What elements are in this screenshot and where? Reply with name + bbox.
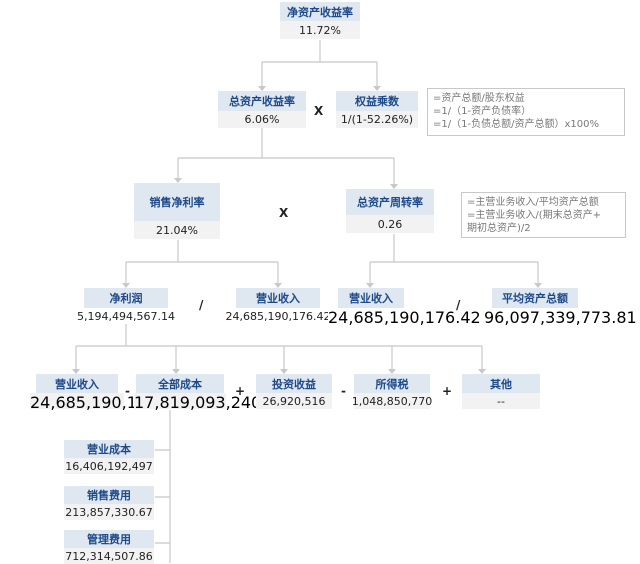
node-label: 营业收入 bbox=[36, 374, 118, 393]
node-avg-total-assets-value: 96,097,339,773.81 bbox=[484, 308, 637, 327]
node-value: 11.72% bbox=[280, 21, 360, 39]
node-revenue-3: 营业收入 bbox=[36, 374, 118, 393]
node-total-cost: 全部成本 bbox=[136, 374, 224, 393]
note-line: =主营业务收入/(期末总资产+ bbox=[467, 210, 602, 221]
note-line: =资产总额/股东权益 bbox=[433, 93, 525, 104]
minus-operator: - bbox=[341, 384, 346, 398]
node-investment-income: 投资收益 26,920,516 bbox=[256, 374, 332, 409]
node-roa: 总资产收益率 6.06% bbox=[218, 91, 306, 128]
node-net-profit: 净利润 5,194,494,567.14 bbox=[77, 288, 175, 324]
node-value: 0.26 bbox=[346, 215, 434, 233]
multiply-operator: X bbox=[314, 104, 324, 118]
note-line: =主营业务收入/平均资产总额 bbox=[467, 197, 599, 208]
node-label: 其他 bbox=[462, 374, 540, 393]
note-asset-turnover: =主营业务收入/平均资产总额 =主营业务收入/(期末总资产+ 期初总资产)/2 bbox=[461, 192, 626, 238]
node-value: 26,920,516 bbox=[256, 393, 332, 409]
node-asset-turnover: 总资产周转率 0.26 bbox=[346, 189, 434, 233]
node-value: 1/(1-52.26%) bbox=[336, 111, 418, 128]
node-label: 所得税 bbox=[354, 374, 430, 393]
note-equity-multiplier: =资产总额/股东权益 =1/（1-资产负债率） =1/（1-负债总额/资产总额）… bbox=[427, 88, 625, 136]
node-value: 213,857,330.67 bbox=[64, 504, 154, 520]
plus-operator: + bbox=[235, 384, 246, 398]
node-label: 营业收入 bbox=[236, 288, 320, 308]
node-label: 净利润 bbox=[84, 288, 168, 308]
node-label: 总资产周转率 bbox=[346, 189, 434, 215]
node-label: 权益乘数 bbox=[336, 91, 418, 111]
node-value: 712,314,507.86 bbox=[64, 548, 154, 564]
node-selling-expense: 销售费用 213,857,330.67 bbox=[64, 486, 154, 520]
node-label: 总资产收益率 bbox=[218, 91, 306, 111]
multiply-operator: X bbox=[279, 206, 289, 220]
node-label: 销售净利率 bbox=[134, 183, 220, 221]
node-net-margin: 销售净利率 21.04% bbox=[134, 183, 220, 239]
node-value: 16,406,192,497 bbox=[64, 458, 154, 474]
node-label: 营业成本 bbox=[64, 440, 154, 458]
node-revenue-2: 营业收入 bbox=[338, 288, 404, 308]
note-line: 期初总资产)/2 bbox=[467, 223, 531, 234]
node-revenue-3-value: 24,685,190,176.42 bbox=[30, 393, 183, 412]
node-value: 6.06% bbox=[218, 111, 306, 128]
node-label: 营业收入 bbox=[338, 288, 404, 308]
node-revenue-2-value: 24,685,190,176.42 bbox=[328, 308, 481, 327]
node-roe: 净资产收益率 11.72% bbox=[280, 2, 360, 39]
node-operating-cost: 营业成本 16,406,192,497 bbox=[64, 440, 154, 474]
node-label: 净资产收益率 bbox=[280, 2, 360, 21]
node-avg-total-assets: 平均资产总额 bbox=[492, 288, 578, 308]
node-label: 投资收益 bbox=[256, 374, 332, 393]
node-total-cost-value: 17,819,093,240.36 bbox=[134, 393, 287, 412]
node-value: 1,048,850,770 bbox=[351, 393, 433, 409]
node-admin-expense: 管理费用 712,314,507.86 bbox=[64, 530, 154, 564]
node-value: -- bbox=[462, 393, 540, 409]
node-income-tax: 所得税 1,048,850,770 bbox=[351, 374, 433, 409]
node-revenue-1: 营业收入 24,685,190,176.42 bbox=[225, 288, 331, 324]
node-value: 24,685,190,176.42 bbox=[225, 308, 331, 324]
note-line: =1/（1-负债总额/资产总额）x100% bbox=[433, 119, 599, 130]
node-label: 全部成本 bbox=[136, 374, 224, 393]
node-label: 销售费用 bbox=[64, 486, 154, 504]
node-other: 其他 -- bbox=[462, 374, 540, 409]
node-equity-multiplier: 权益乘数 1/(1-52.26%) bbox=[336, 91, 418, 128]
minus-operator: - bbox=[125, 384, 130, 398]
node-label: 管理费用 bbox=[64, 530, 154, 548]
node-value: 21.04% bbox=[134, 221, 220, 239]
node-label: 平均资产总额 bbox=[492, 288, 578, 308]
node-value: 5,194,494,567.14 bbox=[77, 308, 175, 324]
plus-operator: + bbox=[442, 384, 453, 398]
divide-operator: / bbox=[456, 298, 461, 312]
note-line: =1/（1-资产负债率） bbox=[433, 106, 532, 117]
divide-operator: / bbox=[199, 298, 204, 312]
